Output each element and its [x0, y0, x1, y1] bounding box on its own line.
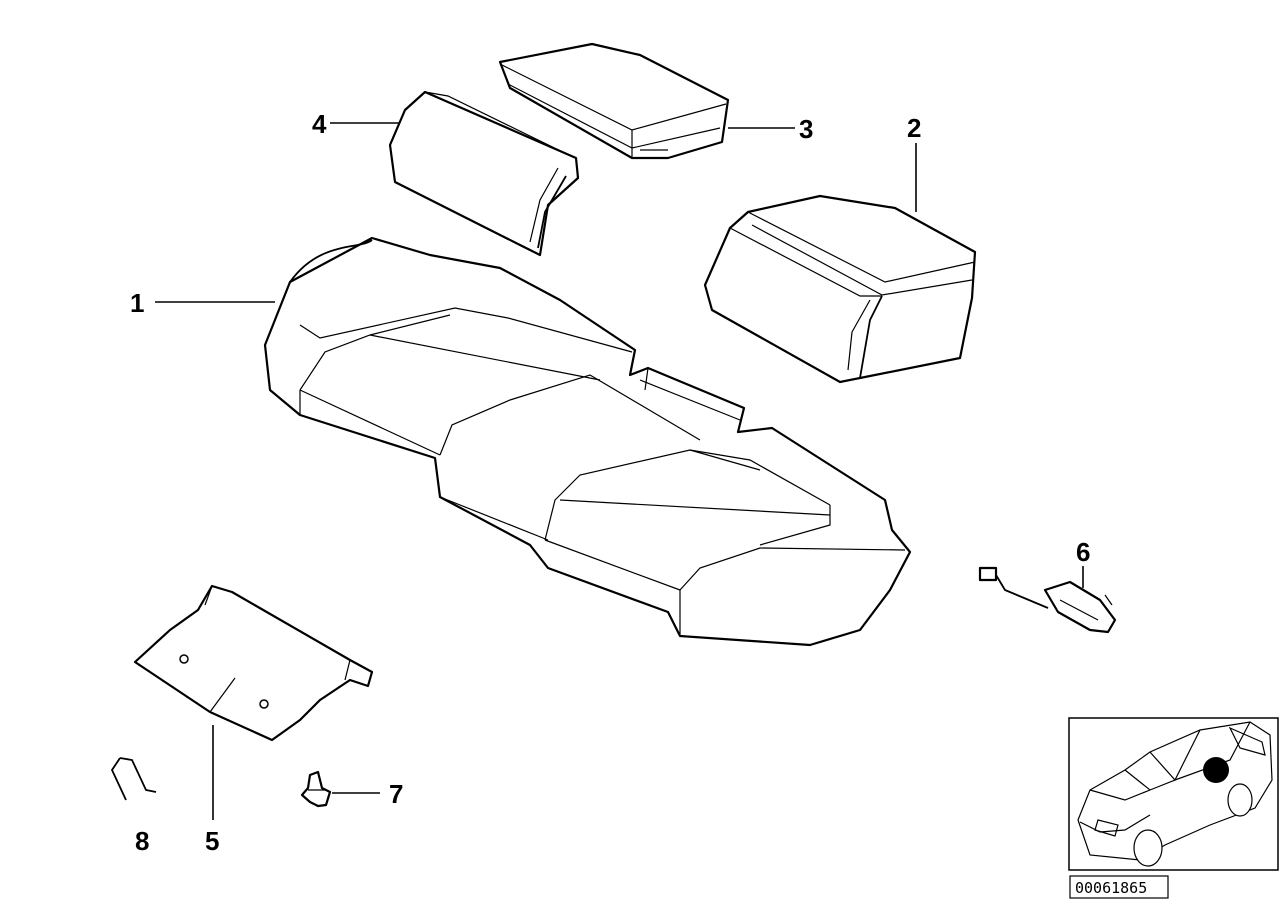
part-2-bolster[interactable] — [703, 194, 977, 384]
part-5-panel[interactable] — [133, 584, 374, 742]
label-part-8: 8 — [135, 826, 149, 856]
part-3-armrest-cushion[interactable] — [498, 42, 730, 160]
label-part-3: 3 — [799, 114, 813, 144]
location-marker-icon — [1203, 757, 1229, 783]
label-part-2: 2 — [907, 113, 921, 143]
label-part-4: 4 — [312, 109, 327, 139]
reference-code-box: 00061865 — [1069, 875, 1169, 899]
part-6-connector[interactable] — [978, 566, 1117, 634]
part-4-armrest-cover[interactable] — [388, 90, 580, 257]
part-1-seat-cushion[interactable] — [263, 236, 912, 647]
reference-code: 00061865 — [1075, 879, 1147, 897]
part-7-clip[interactable] — [300, 770, 332, 808]
label-part-6: 6 — [1076, 537, 1090, 567]
car-location-thumbnail — [1068, 717, 1279, 871]
label-part-1: 1 — [130, 288, 144, 318]
part-8-wire-hook[interactable] — [110, 757, 157, 801]
label-part-5: 5 — [205, 826, 219, 856]
label-part-7: 7 — [389, 779, 403, 809]
part-labels: 1 2 3 4 5 6 7 8 — [130, 109, 1090, 856]
leader-lines — [155, 122, 1084, 820]
